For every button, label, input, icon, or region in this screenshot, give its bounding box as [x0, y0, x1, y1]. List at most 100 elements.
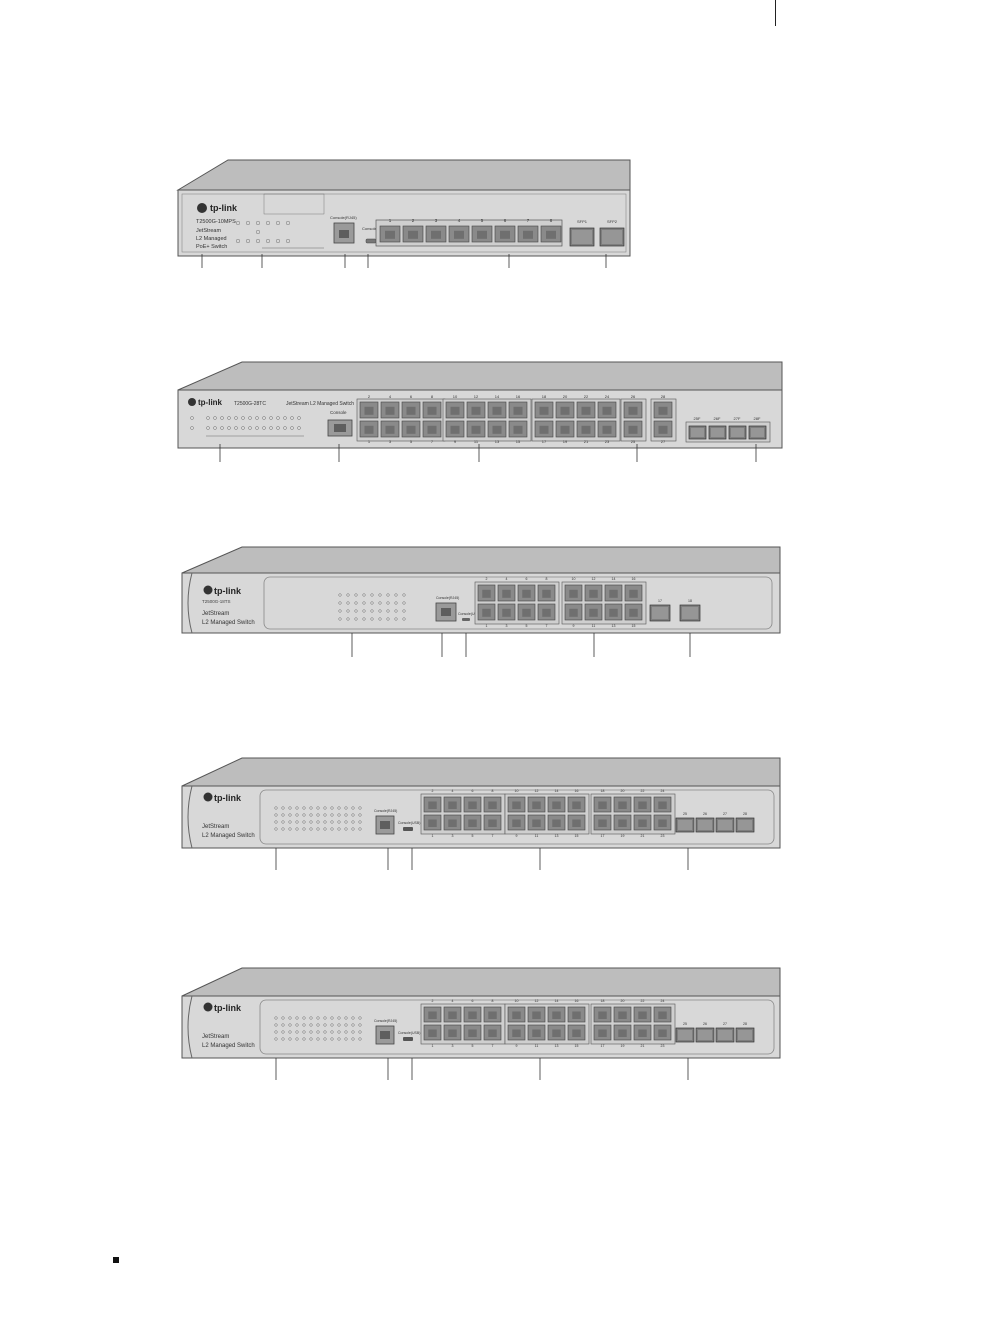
led [288, 1016, 292, 1020]
rj45-port-15-jack [572, 1029, 581, 1037]
port-number-19: 19 [621, 1044, 625, 1048]
port-number-1: 1 [432, 1044, 434, 1048]
tp-link-logo-icon [188, 398, 196, 406]
rj45-port-14-jack [552, 1011, 561, 1019]
led [386, 593, 390, 597]
rj45-port-23-jack [658, 1029, 667, 1037]
led [281, 820, 285, 824]
led [338, 593, 342, 597]
callout-leaders [275, 848, 689, 870]
console-label: Console [330, 410, 347, 415]
port-number-20: 20 [621, 999, 625, 1003]
rj45-port-rows: 2143658710912111413161518172019222124232… [356, 394, 677, 444]
switch-3-drawing: tp-link T2500G-18TS JetStream L2 Managed… [181, 546, 781, 657]
port-number-6: 6 [504, 218, 507, 223]
port-number-4: 4 [506, 577, 508, 581]
port-number-2: 2 [486, 577, 488, 581]
rj45-port-5-jack [522, 608, 531, 617]
led [323, 820, 327, 824]
rj45-port-9-jack [512, 1029, 521, 1037]
led-indicator-group [274, 1016, 362, 1041]
rj45-port-2-jack [428, 1011, 437, 1019]
console-rj45-jack [380, 1031, 390, 1039]
led [227, 426, 231, 430]
sfp-label-17: 17 [658, 599, 662, 603]
port-number-18: 18 [601, 999, 605, 1003]
led [346, 609, 350, 613]
port-number-15: 15 [516, 439, 521, 444]
led [309, 827, 313, 831]
led [190, 426, 194, 430]
led [309, 1030, 313, 1034]
brand-logo: tp-link [214, 793, 242, 803]
sfp-label-26: 26 [703, 1022, 707, 1026]
led [362, 609, 366, 613]
switch-5-drawing: tp-link JetStream L2 Managed Switch Cons… [181, 967, 781, 1080]
rj45-port-4-jack [454, 230, 464, 239]
sfp-port-25-slot [678, 820, 692, 830]
rj45-port-3-jack [502, 608, 511, 617]
port-number-20: 20 [563, 394, 568, 399]
console-label: Console(RJ45) [374, 809, 397, 813]
led [309, 806, 313, 810]
port-number-2: 2 [432, 999, 434, 1003]
led [281, 813, 285, 817]
led [370, 593, 374, 597]
callout-leaders [219, 444, 757, 462]
switch-1-diagram: tp-link T2500G-10MPS JetStream L2 Manage… [176, 158, 638, 270]
rj45-port-13-jack [552, 1029, 561, 1037]
rj45-port-21-jack [638, 1029, 647, 1037]
sfp-label-27: 27 [723, 1022, 727, 1026]
port-number-12: 12 [592, 577, 596, 581]
led [285, 221, 290, 226]
rj45-port-4-jack [502, 589, 511, 598]
led [351, 820, 355, 824]
chassis-top-panel [181, 967, 781, 997]
port-number-27: 27 [661, 439, 666, 444]
led [248, 426, 252, 430]
rj45-port-4-jack [448, 801, 457, 809]
rj45-port-3-jack [448, 1029, 457, 1037]
led [354, 593, 358, 597]
sfp-label-25: 25 [683, 812, 687, 816]
port-number-24: 24 [605, 394, 610, 399]
rj45-port-13-jack [492, 425, 502, 434]
led [288, 813, 292, 817]
product-name: JetStream L2 Managed Switch [286, 401, 354, 407]
rj45-port-1-jack [482, 608, 491, 617]
console-usb-port [365, 238, 377, 244]
port-number-17: 17 [542, 439, 547, 444]
port-number-28: 28 [661, 394, 666, 399]
led [302, 813, 306, 817]
led [275, 238, 280, 243]
led [281, 1037, 285, 1041]
switch-4-drawing: tp-link JetStream L2 Managed Switch Cons… [181, 757, 781, 870]
led [358, 813, 362, 817]
led [394, 617, 398, 621]
led [255, 416, 259, 420]
front-bezel [259, 999, 775, 1055]
tp-link-logo-icon [197, 203, 207, 213]
led [255, 229, 260, 234]
product-line: L2 Managed Switch [202, 833, 255, 839]
led [276, 426, 280, 430]
led [275, 221, 280, 226]
port-number-7: 7 [546, 624, 548, 628]
model-name: T2500G-18TS [202, 599, 231, 604]
led [248, 416, 252, 420]
rj45-port-16-jack [572, 1011, 581, 1019]
sfp-port-28F-slot [751, 428, 764, 437]
port-number-13: 13 [612, 624, 616, 628]
switch-2-drawing: tp-link T2500G-28TC JetStream L2 Managed… [177, 361, 783, 462]
led [386, 617, 390, 621]
led [354, 617, 358, 621]
led [337, 1030, 341, 1034]
rj45-port-24-jack [658, 1011, 667, 1019]
console-usb-label: Console(USB) [458, 612, 480, 616]
led [323, 1023, 327, 1027]
rj45-port-5-jack [468, 1029, 477, 1037]
port-number-6: 6 [526, 577, 528, 581]
port-number-14: 14 [495, 394, 500, 399]
led [281, 827, 285, 831]
rj45-port-1-jack [428, 819, 437, 827]
